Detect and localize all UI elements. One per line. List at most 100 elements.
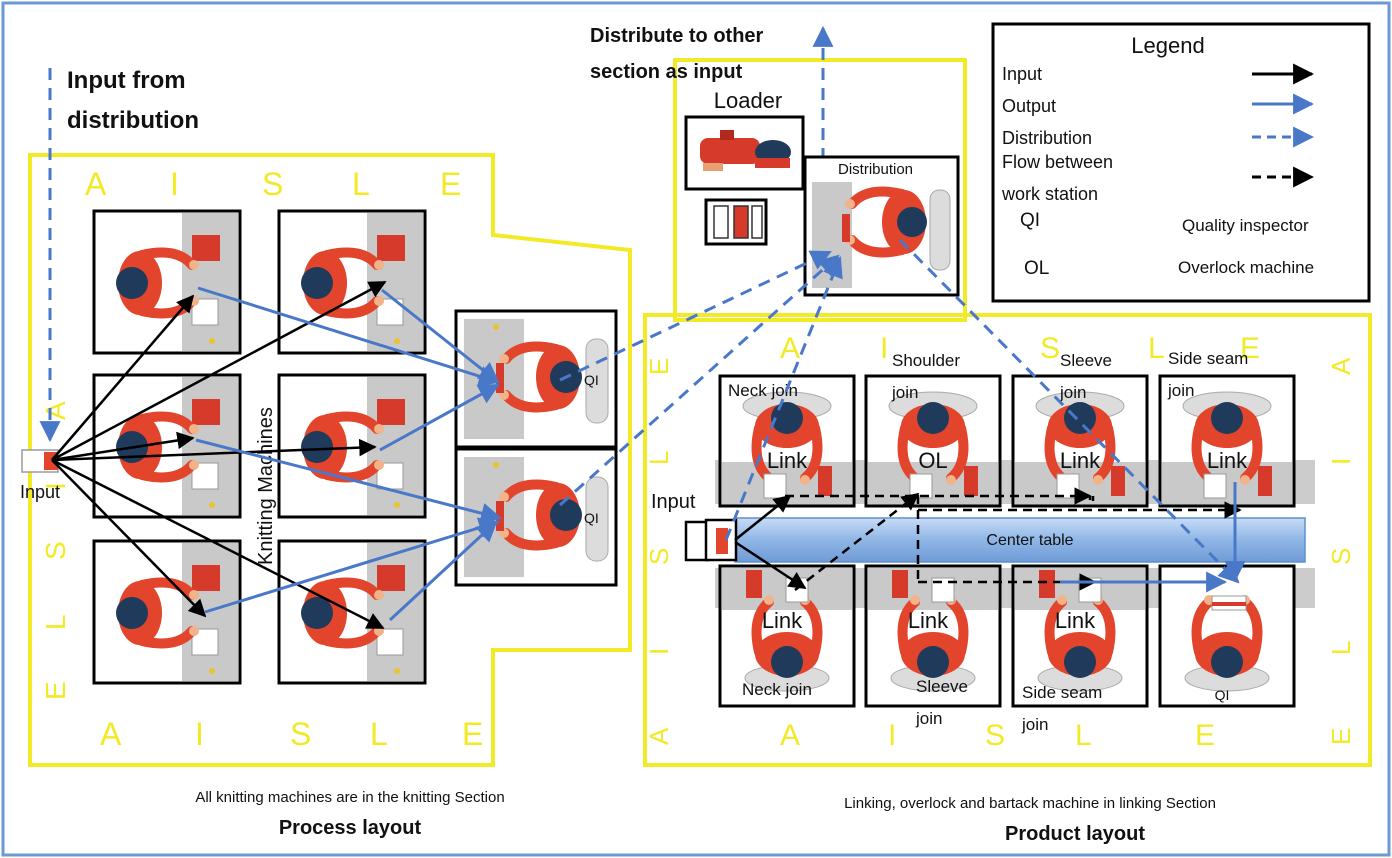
label-line: distribution	[67, 107, 199, 134]
worker-arm	[1093, 423, 1116, 483]
aisle-letter: E	[1326, 728, 1356, 745]
worker-arm	[137, 626, 197, 649]
input-arrow	[51, 458, 385, 630]
worker-arm	[1191, 597, 1214, 657]
worker-hand	[374, 296, 384, 306]
aisle-letter: L	[1075, 719, 1092, 752]
knitting-machine-head	[192, 399, 220, 425]
flow-between-stations-arrow	[794, 492, 920, 591]
knitting-machine-station	[277, 373, 427, 519]
aisle-letter: S	[262, 166, 283, 202]
label-line: join	[1059, 383, 1086, 402]
product-layout-title: Product layout	[1005, 823, 1145, 845]
label-line: Side seam	[1168, 349, 1248, 368]
linking-station-bottom: Link	[718, 564, 856, 708]
input-arrow	[51, 280, 387, 462]
process-layout: A I S L E A I S L E E L S I A Input from…	[20, 67, 632, 839]
machine-label: Link	[767, 448, 808, 473]
machine-part	[1258, 466, 1272, 496]
linking-station-bottom: QI	[1158, 564, 1296, 708]
knitting-machine-head	[192, 235, 220, 261]
qi-station: QI	[454, 447, 618, 587]
machine-bed	[182, 377, 238, 515]
distribution-arrow	[724, 256, 843, 541]
worker-figure	[1191, 595, 1263, 678]
output-arrow	[204, 517, 501, 614]
machine-part	[818, 466, 832, 496]
aisle-letter: A	[40, 401, 71, 420]
worker-figure	[845, 186, 927, 258]
station-border	[803, 155, 960, 297]
aisle-letter: L	[352, 166, 370, 202]
aisle-letter: I	[1326, 458, 1356, 465]
chair	[585, 476, 609, 562]
station-border	[454, 447, 618, 587]
loader-figure	[700, 130, 791, 171]
legend-meaning-qi: Quality inspector	[1182, 216, 1309, 235]
machine-part	[892, 570, 908, 598]
knitting-machines-label: Knitting Machines	[255, 407, 277, 565]
aisle-letter: S	[644, 548, 674, 565]
label-line: join	[915, 709, 942, 728]
work-paper	[1056, 473, 1080, 499]
knitting-machine-head	[377, 565, 405, 591]
label-line: Distribute to other	[590, 25, 764, 47]
aisle-letter: E	[440, 166, 461, 202]
worker-arm	[751, 597, 774, 657]
aisle-letter: S	[40, 541, 71, 560]
product-aisle-boundary	[643, 313, 1372, 767]
worker-head	[1211, 646, 1243, 678]
machine-label: Link	[1060, 448, 1101, 473]
garment-piece	[1212, 602, 1246, 606]
qi-label: QI	[584, 510, 599, 526]
label-line: section as input	[590, 61, 743, 83]
legend-flow-label: Flow between work station	[1001, 152, 1118, 204]
worker-arm	[946, 423, 969, 483]
worker-figure	[897, 402, 969, 485]
worker-arm	[1044, 597, 1067, 657]
chair	[929, 189, 951, 271]
worker-figure	[897, 595, 969, 678]
worker-arm	[946, 597, 969, 657]
marker-dot	[394, 502, 400, 508]
marker-dot	[209, 502, 215, 508]
aisle-letter: S	[985, 719, 1005, 752]
linking-station-top: Link	[1158, 374, 1296, 508]
garment-piece	[842, 214, 850, 242]
aisle-letter: E	[1240, 332, 1260, 365]
worker-arm	[847, 186, 907, 209]
work-paper	[931, 577, 955, 603]
machine-bed	[367, 213, 423, 351]
process-aisle-boundary	[28, 153, 632, 767]
machine-label: QI	[1215, 687, 1230, 703]
aisle-letter: L	[40, 614, 71, 630]
aisle-letter: S	[1040, 332, 1060, 365]
worker-arm	[137, 460, 197, 483]
bin	[733, 205, 749, 239]
worker-arm	[501, 341, 561, 364]
knitting-machine-station	[92, 539, 242, 685]
product-layout: A I S L E A I S L E A I S L E E L S I A …	[643, 313, 1372, 845]
work-paper	[763, 473, 787, 499]
station-name: Neck join	[728, 381, 798, 400]
worker-arm	[1240, 597, 1263, 657]
worker-hand	[189, 590, 199, 600]
worker-head	[1064, 646, 1096, 678]
legend-title: Legend	[1131, 33, 1204, 58]
worker-hand	[189, 260, 199, 270]
work-paper	[191, 462, 219, 490]
legend: Legend Input Output Distribution Flow be…	[991, 22, 1371, 303]
loader-label: Loader	[714, 88, 783, 113]
machine-part	[1111, 466, 1125, 496]
product-flow-arrows	[734, 482, 1246, 593]
aisle-letter: E	[1195, 719, 1215, 752]
process-note: All knitting machines are in the knittin…	[195, 789, 504, 806]
input-arrow	[51, 294, 195, 461]
aisle-letter: E	[644, 358, 674, 375]
station-border	[92, 539, 242, 685]
machine-bed	[367, 377, 423, 515]
aisle-letter: A	[780, 719, 800, 752]
output-arrow	[388, 520, 498, 622]
